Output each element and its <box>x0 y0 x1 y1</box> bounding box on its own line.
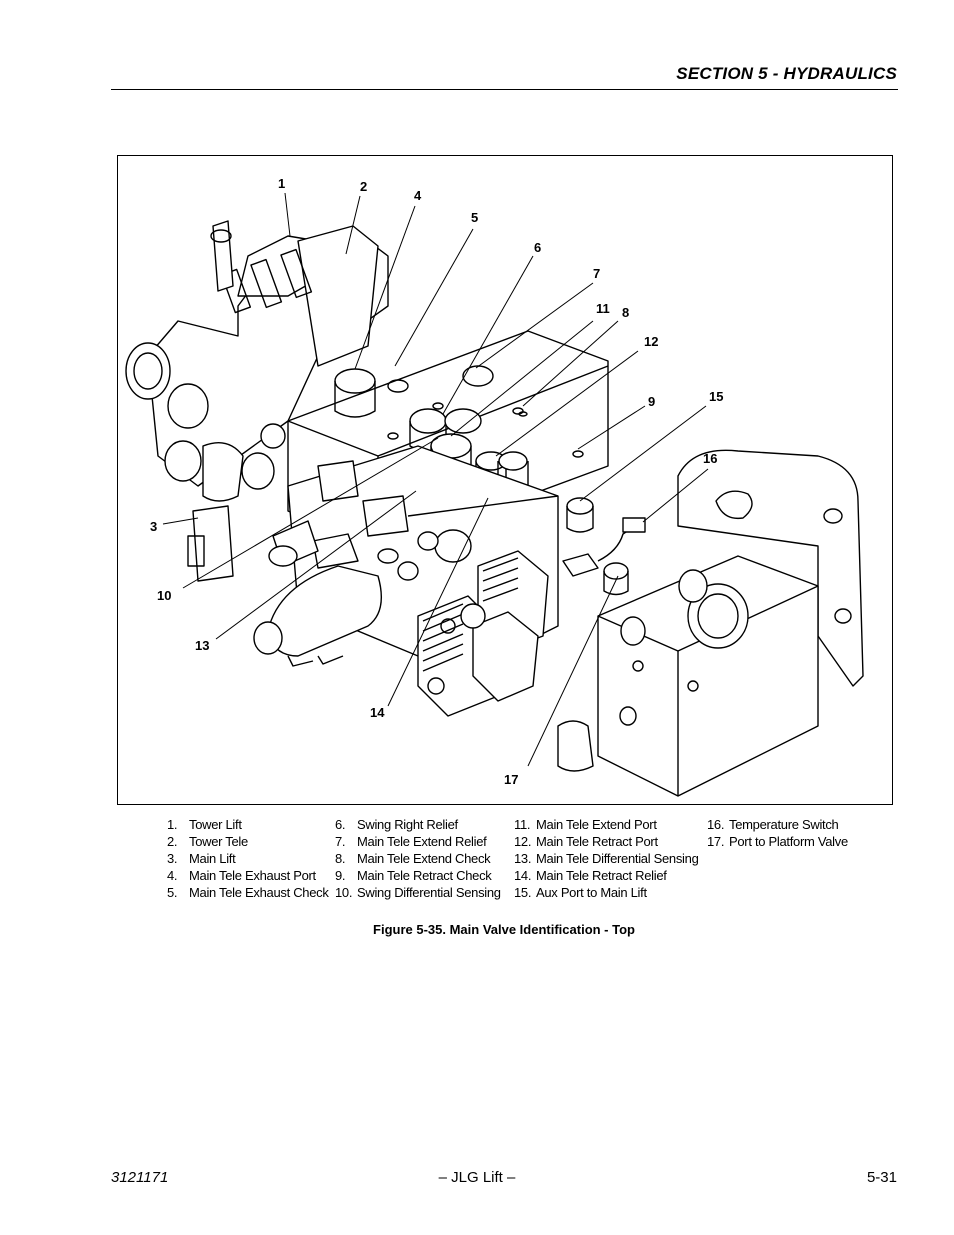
legend-item: 15.Aux Port to Main Lift <box>514 885 647 900</box>
callout-15: 15 <box>709 389 724 404</box>
figure-frame: 1 2 4 5 6 7 11 8 12 9 15 16 3 10 13 14 1… <box>117 155 893 805</box>
legend-item: 1.Tower Lift <box>167 817 242 832</box>
legend-item: 11.Main Tele Extend Port <box>514 817 657 832</box>
legend-item: 14.Main Tele Retract Relief <box>514 868 667 883</box>
header-divider <box>111 89 898 90</box>
legend-item: 8.Main Tele Extend Check <box>335 851 491 866</box>
legend-item: 10.Swing Differential Sensing <box>335 885 501 900</box>
callout-3: 3 <box>150 519 158 534</box>
callout-1: 1 <box>278 176 286 191</box>
callout-16: 16 <box>703 451 718 466</box>
callout-7: 7 <box>593 266 601 281</box>
callout-6: 6 <box>534 240 542 255</box>
legend-column-4: 16.Temperature Switch 17.Port to Platfor… <box>707 816 848 850</box>
callout-5: 5 <box>471 210 479 225</box>
callout-13: 13 <box>195 638 210 653</box>
legend-column-3: 11.Main Tele Extend Port 12.Main Tele Re… <box>514 816 699 901</box>
legend-item: 7.Main Tele Extend Relief <box>335 834 487 849</box>
legend-item: 17.Port to Platform Valve <box>707 834 848 849</box>
callout-14: 14 <box>370 705 385 720</box>
figure-caption: Figure 5-35. Main Valve Identification -… <box>373 922 635 937</box>
legend-item: 2.Tower Tele <box>167 834 248 849</box>
callout-2: 2 <box>360 179 368 194</box>
legend-item: 16.Temperature Switch <box>707 817 839 832</box>
legend-item: 12.Main Tele Retract Port <box>514 834 658 849</box>
callout-11: 11 <box>596 301 610 316</box>
legend-column-1: 1.Tower Lift 2.Tower Tele 3.Main Lift 4.… <box>167 816 329 901</box>
footer-brand: – JLG Lift – <box>438 1169 516 1186</box>
callout-9: 9 <box>648 394 656 409</box>
legend-item: 13.Main Tele Differential Sensing <box>514 851 699 866</box>
main-valve-illustration <box>125 192 864 797</box>
page-number: 5-31 <box>866 1169 897 1186</box>
legend-column-2: 6.Swing Right Relief 7.Main Tele Extend … <box>335 816 501 901</box>
legend-item: 4.Main Tele Exhaust Port <box>167 868 316 883</box>
callout-17: 17 <box>504 772 519 787</box>
section-title: SECTION 5 - HYDRAULICS <box>676 64 897 83</box>
callout-12: 12 <box>644 334 659 349</box>
callout-8: 8 <box>622 305 630 320</box>
legend-item: 6.Swing Right Relief <box>335 817 458 832</box>
legend-item: 3.Main Lift <box>167 851 236 866</box>
callout-10: 10 <box>157 588 172 603</box>
legend-item: 9.Main Tele Retract Check <box>335 868 492 883</box>
document-number: 3121171 <box>111 1169 169 1186</box>
callout-4: 4 <box>414 188 422 203</box>
legend-item: 5.Main Tele Exhaust Check <box>167 885 329 900</box>
